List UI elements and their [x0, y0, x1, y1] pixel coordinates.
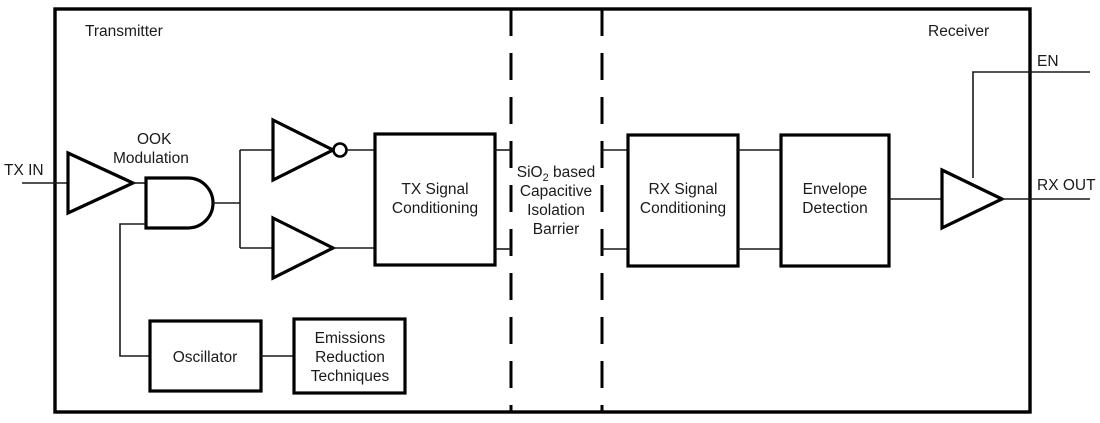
input-buffer-icon — [66, 150, 137, 216]
oscillator-block[interactable] — [148, 319, 263, 393]
isolation-barrier-label-line2: Capacitive — [520, 183, 592, 200]
emissions-reduction-label-line1: Emissions — [315, 330, 386, 347]
wire-oscillator-to-and-gate — [119, 223, 150, 357]
envelope-detection-block[interactable] — [779, 133, 891, 268]
ook-modulation-label-line2: Modulation — [113, 150, 189, 167]
rx-out-port-label: RX OUT — [1037, 177, 1096, 194]
emissions-reduction-label-line3: Techniques — [311, 368, 390, 385]
inverter-bubble-icon — [332, 142, 348, 158]
buffer-icon — [271, 215, 337, 281]
envelope-detection-label-line1: Envelope — [803, 181, 868, 198]
ook-modulation-label-line1: OOK — [137, 131, 172, 148]
enable-port-label: EN — [1037, 53, 1059, 70]
emissions-reduction-label-line2: Reduction — [315, 349, 385, 366]
tx-signal-conditioning-block[interactable] — [373, 132, 497, 267]
inverter-icon — [271, 117, 337, 183]
isolation-barrier-label-line1: SiO2 based — [517, 164, 596, 184]
rx-signal-conditioning-label-line2: Conditioning — [640, 200, 726, 217]
and-gate-icon — [144, 176, 215, 230]
envelope-detection-label-line2: Detection — [802, 200, 867, 217]
wire-enable-to-output-buffer — [972, 71, 1090, 178]
tx-signal-conditioning-label-line2: Conditioning — [392, 200, 478, 217]
output-buffer-icon — [940, 167, 1006, 231]
isolation-barrier-label-line4: Barrier — [533, 221, 580, 238]
rx-signal-conditioning-block[interactable] — [626, 133, 740, 268]
emissions-reduction-block[interactable] — [292, 317, 407, 395]
isolation-barrier-label-line3: Isolation — [527, 202, 585, 219]
receiver-section-label: Receiver — [928, 23, 989, 40]
oscillator-label: Oscillator — [173, 349, 238, 366]
device-outline — [53, 7, 1032, 414]
tx-signal-conditioning-label-line1: TX Signal — [401, 181, 468, 198]
tx-in-port-label: TX IN — [4, 162, 44, 179]
transmitter-section-label: Transmitter — [85, 23, 163, 40]
rx-signal-conditioning-label-line1: RX Signal — [649, 181, 718, 198]
